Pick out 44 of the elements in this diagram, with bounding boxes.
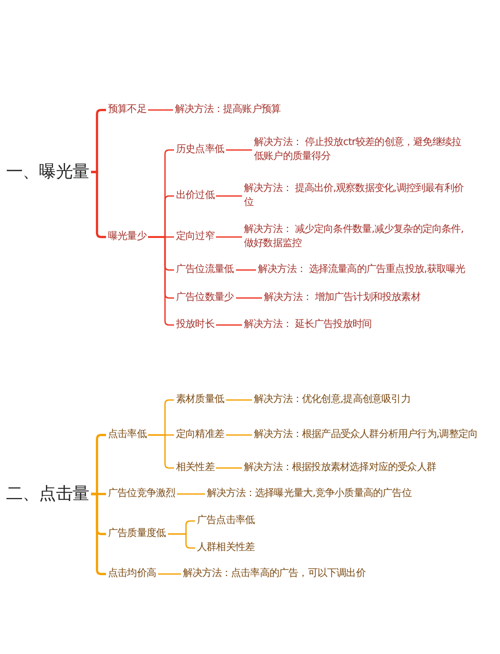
connector-line: [177, 493, 205, 495]
cause-label: 点击率低: [106, 428, 148, 442]
connector-line: [158, 573, 181, 575]
connector-line: [226, 149, 252, 151]
solution-text: 解决方法： 停止投放ctr较差的创意，避免继续拉低账户的质量得分: [252, 136, 471, 164]
cause-label: 定向过窄: [174, 230, 216, 244]
cause-label: 人群相关性差: [195, 541, 257, 555]
cause-label: 广告点击率低: [195, 514, 257, 528]
solution-text: 解决方法：根据产品受众人群分析用户行为,调整定向: [252, 428, 481, 442]
cause-label: 相关性差: [174, 461, 216, 475]
solution-text: 解决方法：优化创意,提高创意吸引力: [252, 393, 412, 407]
solution-text: 解决方法： 增加广告计划和投放素材: [262, 291, 422, 305]
solution-text: 解决方法：选择曝光量大,竞争小质量高的广告位: [205, 487, 414, 501]
solution-text: 解决方法： 提高出价,观察数据变化,调控到最有利价位: [242, 182, 466, 210]
solution-text: 解决方法： 延长广告投放时间: [242, 318, 374, 332]
connector-line: [226, 434, 252, 436]
cause-label: 点击均价高: [106, 567, 158, 581]
cause-label: 广告质量度低: [106, 527, 168, 541]
connector-line: [216, 324, 242, 326]
cause-label: 投放时长: [174, 318, 216, 332]
connector-line: [168, 533, 195, 549]
connector-line: [148, 109, 173, 111]
connector-line: [236, 269, 256, 271]
connector-line: [236, 297, 262, 299]
connector-line: [216, 236, 242, 238]
solution-text: 解决方法：根据投放素材选择对应的受众人群: [242, 461, 438, 475]
connector-line: [216, 467, 242, 469]
solution-text: 解决方法： 选择流量高的广告重点投放,获取曝光: [256, 263, 468, 277]
solution-text: 解决方法： 减少定向条件数量,减少复杂的定向条件,做好数据监控: [242, 223, 471, 251]
cause-label: 曝光量少: [106, 230, 148, 244]
cause-label: 历史点率低: [174, 143, 226, 157]
cause-label: 出价过低: [174, 189, 216, 203]
connector-line: [216, 195, 242, 197]
cause-label: 定向精准差: [174, 428, 226, 442]
cause-label: 素材质量低: [174, 393, 226, 407]
cause-label: 广告位竞争激烈: [106, 487, 178, 501]
section-heading: 一、曝光量: [4, 161, 92, 183]
cause-label: 预算不足: [106, 103, 148, 117]
connector-line: [226, 399, 252, 401]
section-heading: 二、点击量: [4, 483, 92, 505]
solution-text: 解决方法：提高账户预算: [173, 103, 283, 117]
solution-text: 解决方法：点击率高的广告，可以下调出价: [181, 567, 368, 581]
cause-label: 广告位流量低: [174, 263, 236, 277]
cause-label: 广告位数量少: [174, 291, 236, 305]
